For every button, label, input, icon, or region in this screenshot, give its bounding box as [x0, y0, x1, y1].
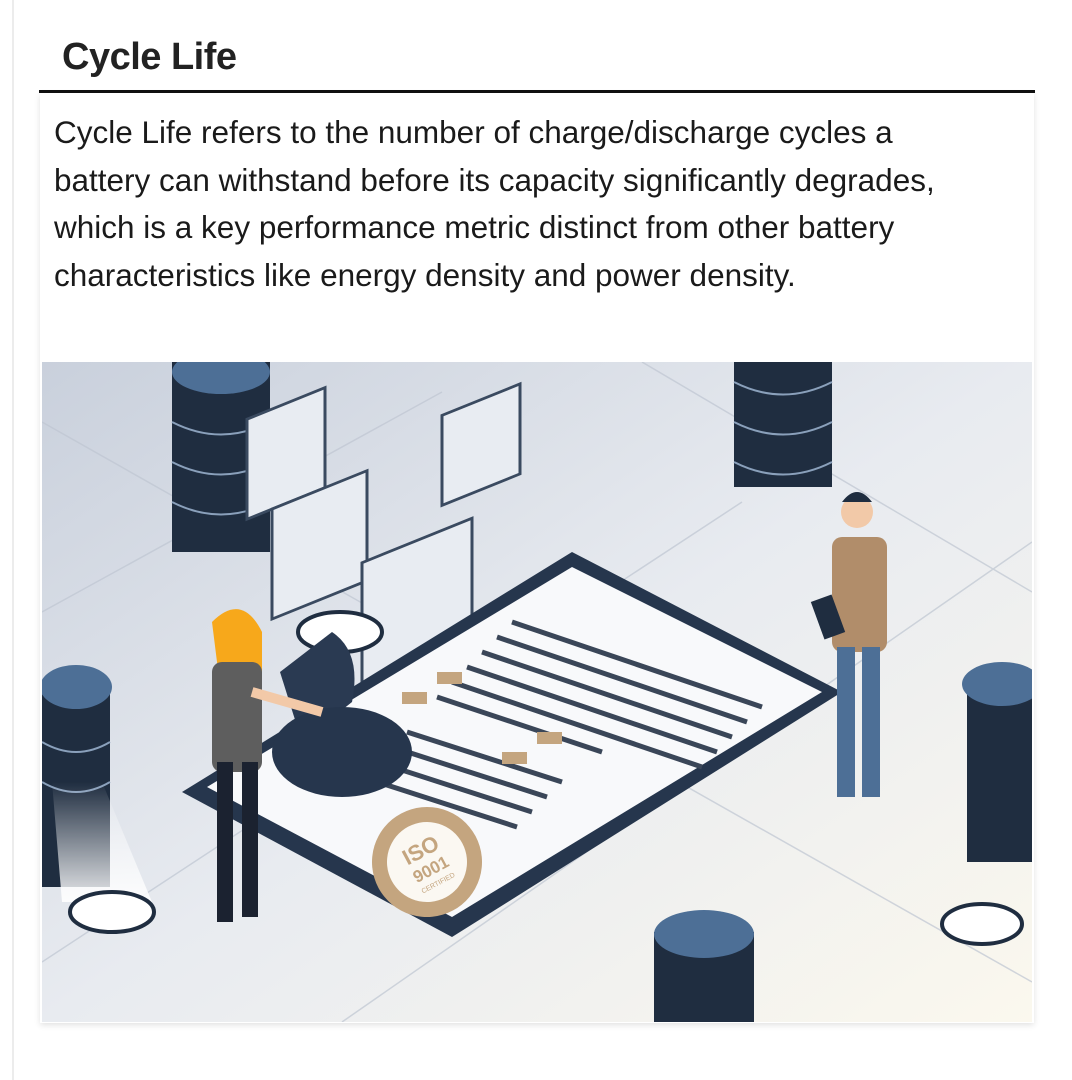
server-cylinder-icon	[42, 665, 156, 934]
certificate-document: ISO 9001 CERTIFIED	[182, 552, 842, 937]
content-card: Cycle Life refers to the number of charg…	[40, 93, 1034, 1023]
title-underline	[39, 90, 1035, 93]
server-cylinder-icon	[733, 362, 833, 487]
section-description: Cycle Life refers to the number of charg…	[54, 114, 935, 293]
page-edge-divider	[12, 0, 14, 1080]
floating-document-panels	[245, 381, 522, 685]
woman-figure	[212, 609, 324, 922]
man-figure	[810, 492, 887, 797]
iso-certification-illustration: ISO 9001 CERTIFIED	[42, 362, 1032, 1022]
section-title: Cycle Life	[62, 36, 237, 78]
iso-seal: ISO 9001 CERTIFIED	[372, 807, 482, 917]
server-cylinder-icon	[940, 662, 1032, 946]
server-cylinder-icon	[654, 910, 754, 1022]
